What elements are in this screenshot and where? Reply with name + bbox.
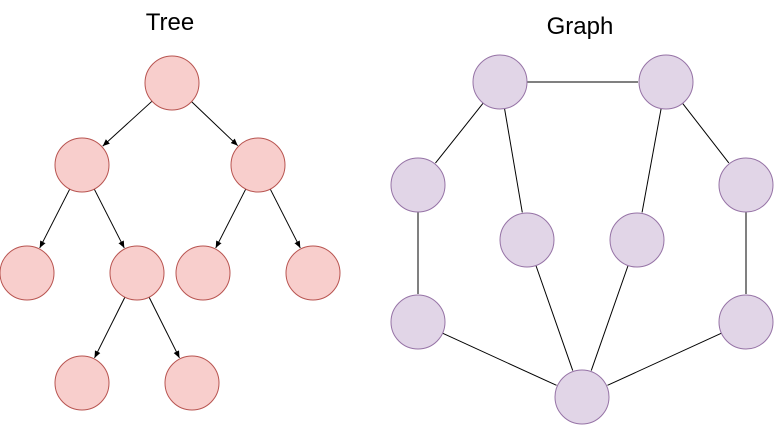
graph-edge — [607, 332, 722, 386]
graph-edge — [535, 265, 574, 371]
tree-node-l3a — [54, 355, 110, 411]
tree-node-l2b — [109, 245, 165, 301]
tree-edge — [93, 188, 125, 249]
graph-edge — [435, 102, 484, 164]
tree-edge — [215, 188, 247, 249]
tree-node-root — [144, 55, 200, 111]
tree-edge — [102, 100, 153, 147]
graph-node-mr — [718, 157, 774, 213]
tree-node-l1a — [54, 137, 110, 193]
tree-node-l2c — [175, 245, 231, 301]
tree-node-l2a — [0, 245, 55, 301]
graph-edge — [682, 103, 730, 164]
graph-node-bottom — [554, 369, 610, 425]
tree-edge — [191, 101, 239, 147]
graph-title: Graph — [547, 13, 614, 40]
graph-node-bl — [390, 294, 446, 350]
graph-node-il — [499, 212, 555, 268]
graph-node-tr — [638, 54, 694, 110]
tree-edge — [39, 188, 71, 249]
tree-edge — [94, 296, 126, 359]
graph-edge — [590, 265, 629, 371]
tree-edge — [148, 296, 180, 359]
graph-node-ml — [390, 157, 446, 213]
graph-node-ir — [609, 212, 665, 268]
graph-edge — [504, 108, 523, 213]
tree-edge — [269, 188, 301, 249]
graph-node-tl — [472, 54, 528, 110]
graph-edge — [641, 108, 662, 213]
tree-node-l2d — [285, 245, 341, 301]
tree-title: Tree — [146, 9, 194, 36]
tree-node-l3b — [164, 355, 220, 411]
tree-node-l1b — [230, 137, 286, 193]
graph-edge — [442, 332, 557, 386]
graph-node-br — [718, 294, 774, 350]
